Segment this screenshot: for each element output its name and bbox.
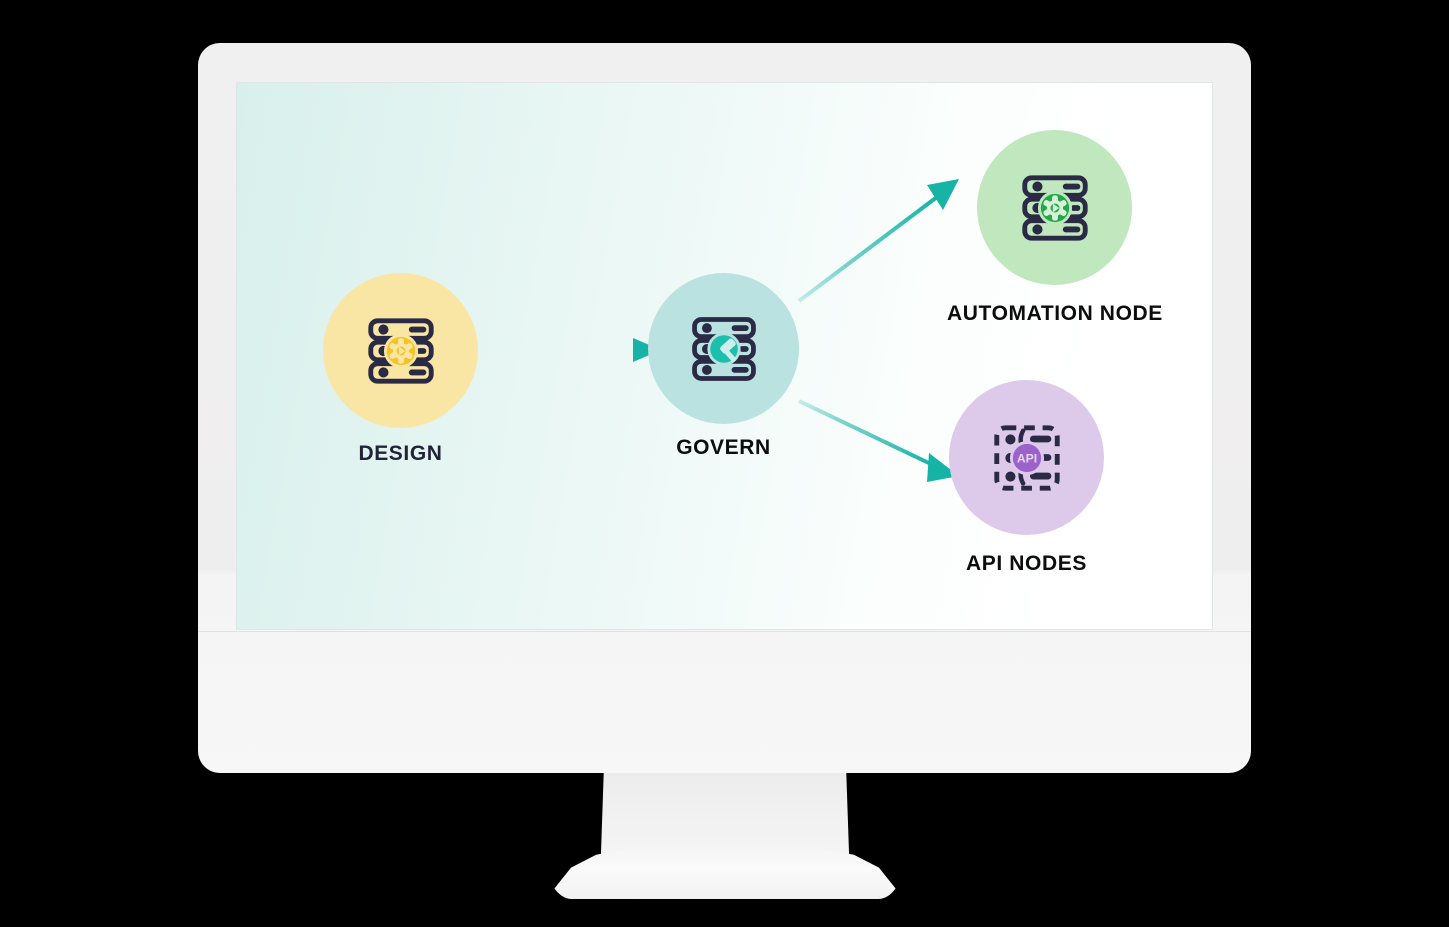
- dashed-server-api-icon: API: [993, 424, 1060, 491]
- server-rack-gear-icon: [367, 317, 434, 384]
- monitor-stand-base: [546, 845, 904, 899]
- diagram-node-api[interactable]: API API NODES: [949, 380, 1104, 576]
- node-label-design: DESIGN: [358, 442, 443, 465]
- diagram-node-design[interactable]: DESIGN: [323, 273, 478, 466]
- server-rack-gavel-icon: [691, 316, 756, 381]
- monitor-bezel-divider: [198, 631, 1251, 632]
- node-circle-design: [323, 273, 478, 428]
- api-badge-text: API: [1016, 451, 1036, 465]
- arrow-govern-to-api: [798, 399, 959, 482]
- node-circle-govern: [648, 273, 799, 424]
- diagram-node-automation[interactable]: AUTOMATION NODE: [947, 130, 1163, 326]
- node-circle-automation: [977, 130, 1133, 285]
- node-label-api: API NODES: [966, 552, 1087, 575]
- diagram-node-govern[interactable]: GOVERN: [648, 273, 799, 460]
- arrow-govern-to-automation: [797, 179, 959, 303]
- node-label-automation: AUTOMATION NODE: [947, 302, 1163, 325]
- arrow-design-to-govern: [482, 338, 661, 362]
- node-circle-api: API: [949, 380, 1104, 535]
- monitor-screen: DESIGN: [236, 82, 1213, 630]
- node-label-govern: GOVERN: [676, 436, 771, 459]
- server-rack-gear-icon: [1022, 174, 1088, 241]
